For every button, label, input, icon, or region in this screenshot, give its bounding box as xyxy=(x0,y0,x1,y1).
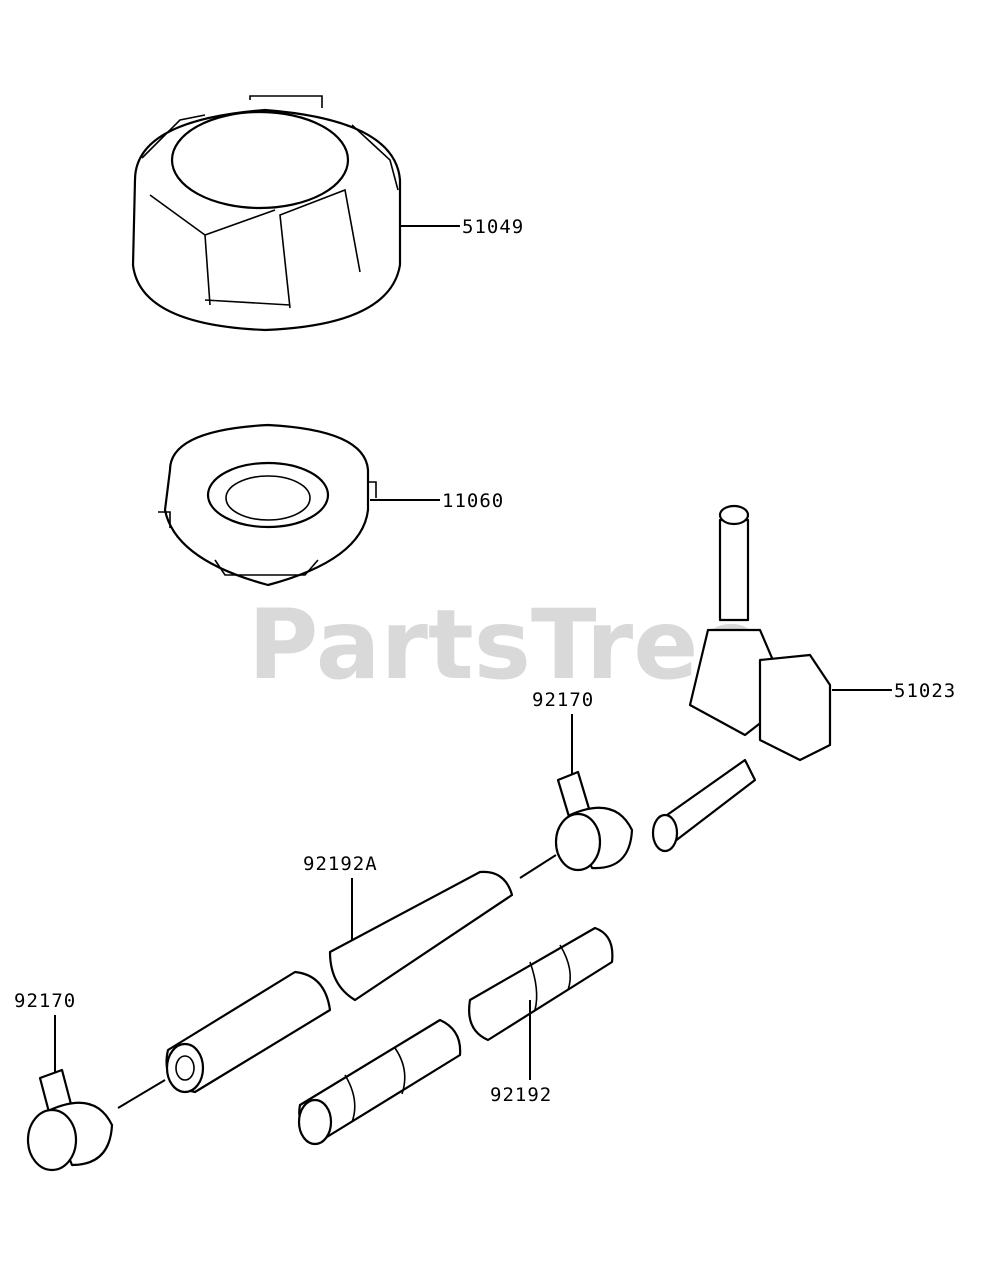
hose-clamp-right-part[interactable] xyxy=(554,770,634,872)
fuel-filter-part[interactable] xyxy=(158,423,377,587)
part-label-92170-right[interactable]: 92170 xyxy=(532,689,594,711)
part-label-92170-left[interactable]: 92170 xyxy=(14,990,76,1012)
fuel-valve-part[interactable] xyxy=(651,504,832,853)
leader-line-hose-clamp-left xyxy=(117,1079,166,1109)
part-label-11060[interactable]: 11060 xyxy=(442,490,504,512)
part-label-92192A[interactable]: 92192A xyxy=(303,853,378,875)
watermark: PartsTree xyxy=(248,589,763,701)
fuel-cap-part[interactable] xyxy=(131,95,402,332)
fuel-hose-92192A-part[interactable] xyxy=(165,870,514,1094)
part-label-51049[interactable]: 51049 xyxy=(462,216,524,238)
part-label-92192[interactable]: 92192 xyxy=(490,1084,552,1106)
fuel-hose-92192-part[interactable] xyxy=(297,926,614,1146)
hose-clamp-left-part[interactable] xyxy=(26,1068,114,1172)
part-label-51023[interactable]: 51023 xyxy=(894,680,956,702)
leader-line-hose-clamp-right xyxy=(519,854,557,879)
